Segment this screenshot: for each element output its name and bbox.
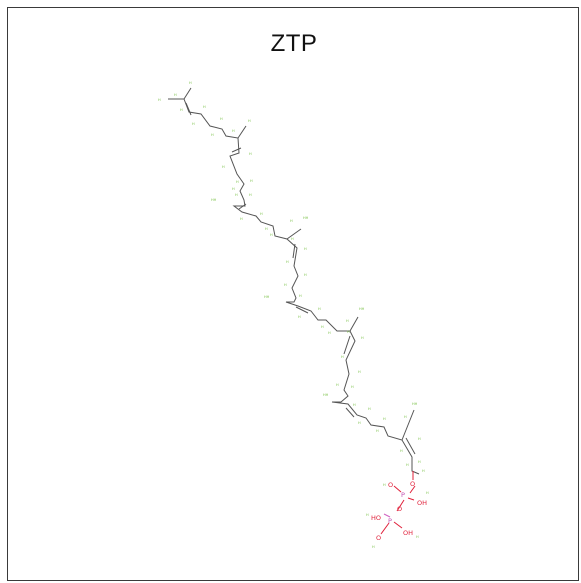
svg-text:H: H (361, 336, 364, 340)
hydroxyl-label: OH (403, 529, 413, 537)
svg-text:H: H (192, 122, 195, 126)
hydroxyl-label: HO (371, 514, 381, 522)
bond-chain (168, 98, 420, 475)
oxygen-label: O (376, 534, 381, 542)
svg-text:H: H (416, 535, 419, 539)
svg-text:HH: HH (359, 307, 365, 311)
svg-text:H: H (236, 180, 239, 184)
bond-o (393, 485, 402, 493)
bond-p (383, 513, 391, 518)
svg-text:HH: HH (211, 198, 217, 202)
svg-text:H: H (372, 545, 375, 549)
svg-text:H: H (400, 449, 403, 453)
svg-text:H: H (376, 429, 379, 433)
svg-text:HH: HH (303, 216, 309, 220)
svg-text:H: H (235, 193, 238, 197)
double-bond (238, 203, 247, 210)
svg-text:H: H (220, 117, 223, 121)
svg-text:H: H (341, 355, 344, 359)
svg-text:H: H (203, 105, 206, 109)
double-bond (345, 407, 355, 418)
svg-text:H: H (222, 165, 225, 169)
svg-text:H: H (406, 463, 409, 467)
svg-text:H: H (351, 385, 354, 389)
svg-text:H: H (270, 233, 273, 237)
bond-o (396, 499, 405, 512)
methyl-branch (286, 228, 302, 240)
svg-text:H: H (284, 283, 287, 287)
double-bond (405, 437, 416, 455)
svg-text:H: H (250, 179, 253, 183)
double-bond (185, 102, 192, 116)
svg-text:H: H (321, 325, 324, 329)
svg-text:H: H (232, 187, 235, 191)
svg-text:HH: HH (323, 393, 329, 397)
svg-text:H: H (366, 513, 369, 517)
methyl-branch (237, 125, 247, 139)
svg-text:H: H (232, 129, 235, 133)
svg-text:H: H (174, 93, 177, 97)
oxygen-label: O (388, 481, 393, 489)
double-bond (343, 335, 351, 355)
svg-text:H: H (291, 237, 294, 241)
hydrogen-labels: H H H H H H H H H H H H H H H H HH H H H… (158, 81, 429, 549)
molecule-structure: H H H H H H H H H H H H H H H H HH H H H… (158, 81, 429, 549)
figure-frame: ZTP (7, 7, 579, 581)
methyl-branch (183, 87, 192, 100)
svg-text:H: H (358, 370, 361, 374)
double-bond (295, 306, 309, 314)
svg-text:H: H (249, 152, 252, 156)
svg-text:H: H (418, 437, 421, 441)
svg-text:H: H (426, 491, 429, 495)
phosphorus-label: P (401, 491, 405, 499)
oxygen-label: O (397, 505, 402, 513)
svg-text:H: H (346, 319, 349, 323)
svg-text:H: H (158, 98, 161, 102)
hydroxyl-label: OH (417, 499, 427, 507)
svg-text:H: H (304, 273, 307, 277)
svg-text:H: H (318, 307, 321, 311)
svg-text:HH: HH (264, 295, 270, 299)
phosphorus-label: P (388, 517, 392, 525)
svg-text:H: H (418, 460, 421, 464)
svg-text:H: H (211, 133, 214, 137)
svg-text:H: H (299, 294, 302, 298)
bond-o (380, 522, 390, 535)
svg-text:H: H (249, 193, 252, 197)
svg-text:H: H (383, 417, 386, 421)
svg-text:H: H (189, 81, 192, 85)
phosphate-bonds (380, 471, 416, 535)
methyl-branch (401, 409, 415, 441)
svg-text:H: H (240, 217, 243, 221)
svg-text:H: H (347, 330, 350, 334)
bond-o (409, 485, 416, 494)
svg-text:H: H (290, 219, 293, 223)
heteroatom-labels: O O P OH O HO P O OH (371, 480, 427, 542)
methyl-branch (349, 316, 359, 332)
svg-text:HH: HH (412, 402, 418, 406)
svg-text:H: H (260, 212, 263, 216)
svg-text:H: H (328, 331, 331, 335)
oxygen-label: O (410, 480, 415, 488)
carbon-skeleton (168, 87, 420, 475)
svg-text:H: H (286, 260, 289, 264)
svg-text:H: H (304, 247, 307, 251)
double-bond (231, 147, 242, 153)
svg-text:H: H (353, 403, 356, 407)
svg-text:H: H (358, 421, 361, 425)
svg-text:H: H (265, 227, 268, 231)
svg-text:H: H (404, 415, 407, 419)
svg-text:H: H (422, 469, 425, 473)
figure-title: ZTP (270, 30, 318, 57)
bond-o (407, 497, 415, 501)
svg-text:H: H (336, 383, 339, 387)
svg-text:H: H (248, 119, 251, 123)
double-bond (292, 243, 296, 259)
svg-text:H: H (368, 407, 371, 411)
svg-text:H: H (383, 483, 386, 487)
svg-text:H: H (180, 108, 183, 112)
bond-o (393, 521, 403, 529)
svg-text:H: H (298, 315, 301, 319)
